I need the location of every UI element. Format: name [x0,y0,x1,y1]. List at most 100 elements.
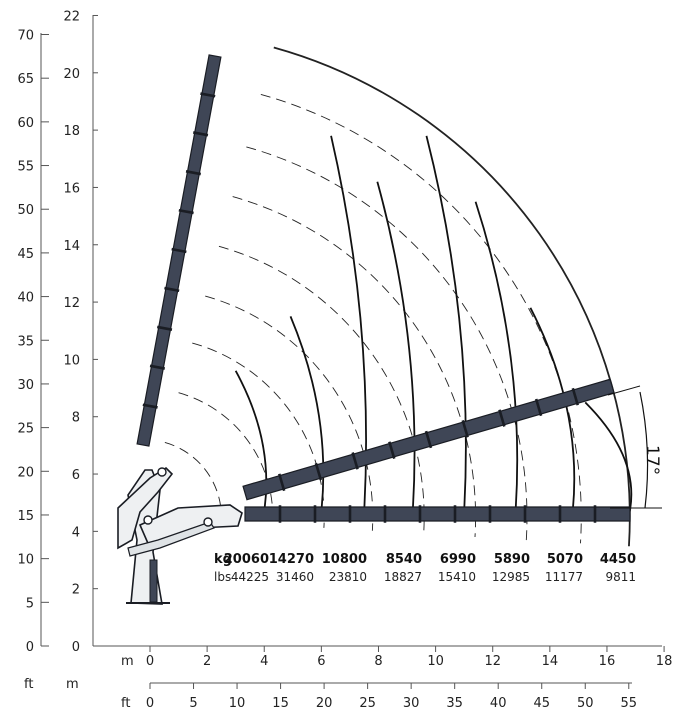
corner-ft-label: ft [24,677,33,692]
load-curve [425,135,467,512]
boom-vertical-band [200,92,216,98]
radius-arc [218,245,425,534]
x-ft-tick-label: 40 [490,696,507,711]
radius-arc [232,196,476,537]
kg-value: 6990 [440,552,476,567]
x-axis-m-unit: m [121,654,134,669]
y-m-tick-label: 10 [63,353,80,368]
lbs-unit-label: lbs [214,570,231,584]
crane-body [117,466,243,605]
kg-value: 10800 [322,552,367,567]
x-m-tick-label: 16 [599,654,616,669]
radius-arc [178,392,274,525]
x-axis-ft-unit: ft [121,696,130,711]
y-m-tick-label: 4 [72,525,80,540]
boom-angled-band [571,387,579,406]
x-m-tick-label: 14 [542,654,559,669]
x-ft-tick-label: 5 [189,696,197,711]
crane-base-post [149,559,158,603]
boom-vertical-band [185,170,202,176]
boom-vertical-band [192,131,209,137]
y-m-tick-label: 6 [72,468,80,483]
y-ft-tick-label: 50 [17,203,34,218]
crane-pivot [157,467,167,477]
y-ft-tick-label: 15 [17,509,34,524]
radius-arc [205,295,374,531]
radius-arc [260,93,582,544]
lbs-value: 12985 [492,570,530,584]
y-m-tick-label: 18 [63,124,80,139]
x-m-tick-label: 2 [203,654,211,669]
boom-angled-band [424,430,433,449]
boom-vertical-band [178,208,194,215]
kg-value: 8540 [386,552,422,567]
load-curve [529,307,576,512]
corner-m-label: m [66,677,79,692]
boom-vertical-band [171,247,187,254]
y-ft-tick-label: 70 [17,29,34,44]
angle-label: 17° [642,445,662,475]
lbs-value: 23810 [329,570,367,584]
boom-angled-band [388,441,396,459]
load-curve [289,316,325,512]
boom-horizontal [244,506,631,522]
x-m-tick-label: 10 [427,654,444,669]
kg-unit-label: kg [214,552,232,567]
x-ft-tick-label: 50 [577,696,594,711]
boom-vertical-band [149,364,166,370]
x-ft-tick-label: 20 [316,696,333,711]
boom-angled-band [534,398,543,417]
axes [40,15,662,684]
y-ft-tick-label: 55 [17,160,34,175]
boom-angled-band [498,409,506,427]
angle-indicator: 17° [607,385,662,509]
y-m-tick-label: 16 [63,181,80,196]
y-m-tick-label: 12 [63,296,80,311]
angle-arc [639,391,649,509]
lbs-value: 18827 [384,570,422,584]
kg-value: 5890 [494,552,530,567]
y-ft-tick-label: 45 [17,247,34,262]
y-ft-tick-label: 30 [17,378,34,393]
x-m-tick-label: 6 [317,654,325,669]
radius-arc [192,342,325,528]
y-m-tick-label: 8 [72,411,80,426]
lbs-value: 15410 [438,570,476,584]
radius-arcs [164,46,631,547]
lbs-value: 31460 [276,570,314,584]
y-m-tick-label: 20 [63,67,80,82]
y-m-tick-label: 2 [72,583,80,598]
load-curve [376,181,416,512]
x-ft-tick-label: 30 [403,696,420,711]
kg-value: 20060 [224,552,269,567]
y-ft-tick-label: 60 [17,116,34,131]
lbs-value: 11177 [545,570,583,584]
x-m-tick-label: 12 [484,654,501,669]
x-ft-tick-label: 45 [533,696,550,711]
booms [136,54,631,523]
load-curve [584,401,633,512]
y-ft-tick-label: 65 [17,72,34,87]
y-ft-tick-label: 0 [26,640,34,655]
y-m-tick-label: 0 [72,640,80,655]
x-ft-tick-label: 10 [229,696,246,711]
x-m-tick-label: 18 [656,654,673,669]
radius-arc [273,46,631,547]
y-ft-tick-label: 5 [26,596,34,611]
kg-value: 4450 [600,552,636,567]
y-m-tick-label: 14 [63,239,80,254]
crane-pivot [203,517,213,527]
y-ft-tick-label: 40 [17,291,34,306]
kg-value: 14270 [269,552,314,567]
x-m-tick-label: 0 [146,654,154,669]
x-ft-tick-label: 35 [446,696,463,711]
x-m-tick-label: 8 [374,654,382,669]
load-curve [234,370,268,512]
